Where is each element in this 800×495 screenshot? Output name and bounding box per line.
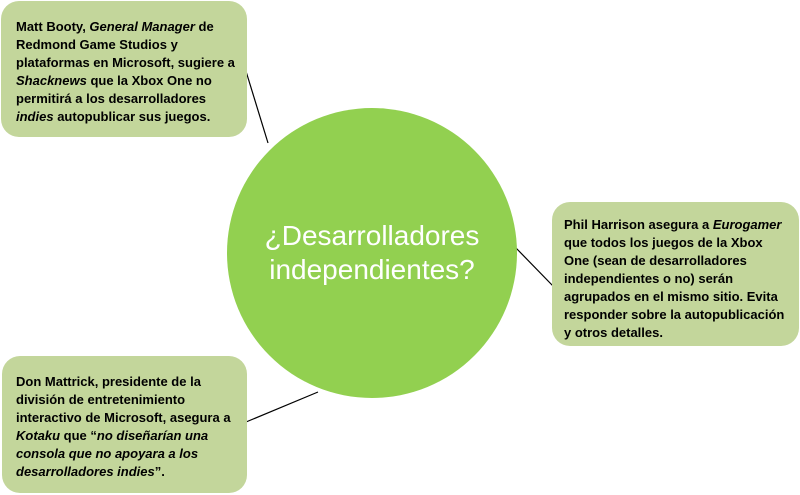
note-italic-run: indies — [16, 109, 54, 124]
note-text: Matt Booty, General Manager de Redmond G… — [16, 18, 237, 126]
central-topic-circle: ¿Desarrolladores independientes? — [227, 108, 517, 398]
note-italic-run: Shacknews — [16, 73, 87, 88]
note-italic-run: no diseñarían una consola que no apoyara… — [16, 428, 209, 479]
note-text: Don Mattrick, presidente de la división … — [16, 373, 239, 481]
note-text-run: que “ — [60, 428, 97, 443]
connector-right — [515, 247, 554, 287]
note-text-run: que todos los juegos de la Xbox One (sea… — [564, 235, 785, 340]
note-text-run: Matt Booty, — [16, 19, 90, 34]
note-text-run: Phil Harrison asegura a — [564, 217, 713, 232]
note-text-run: Don Mattrick, presidente de la división … — [16, 374, 231, 425]
note-text: Phil Harrison asegura a Eurogamer que to… — [564, 216, 789, 342]
note-text-run: que la Xbox One no permitirá a los desar… — [16, 73, 212, 106]
note-italic-run: Kotaku — [16, 428, 61, 443]
note-phil-harrison: Phil Harrison asegura a Eurogamer que to… — [552, 202, 799, 346]
note-text-run: de Redmond Game Studios y plataformas en… — [16, 19, 235, 70]
note-don-mattrick: Don Mattrick, presidente de la división … — [2, 356, 247, 493]
note-italic-run: Eurogamer — [712, 217, 782, 232]
note-matt-booty: Matt Booty, General Manager de Redmond G… — [1, 1, 247, 137]
central-topic-title: ¿Desarrolladores independientes? — [264, 220, 480, 285]
connector-bottom-left — [245, 391, 319, 423]
connector-top-left — [244, 67, 269, 144]
note-text-run: ”. — [154, 464, 165, 479]
note-italic-run: General Manager — [89, 19, 195, 34]
note-text-run: autopublicar sus juegos. — [53, 109, 211, 124]
